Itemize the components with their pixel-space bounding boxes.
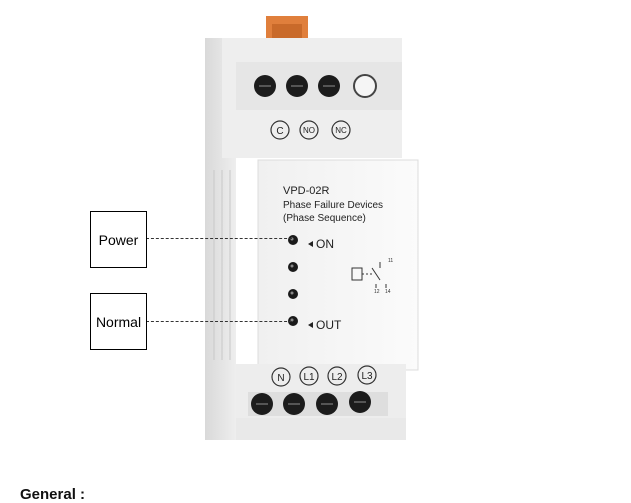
terminal-label-no: NO bbox=[303, 126, 315, 135]
terminal-label-l3: L3 bbox=[361, 371, 373, 382]
side-ribs bbox=[213, 170, 231, 360]
normal-leader-line bbox=[146, 321, 292, 322]
relay-pin-12: 12 bbox=[374, 289, 380, 295]
relay-pin-14: 14 bbox=[385, 289, 391, 295]
terminal-label-nc: NC bbox=[335, 126, 347, 135]
terminal-label-l2: L2 bbox=[331, 372, 343, 383]
relay-pin-11: 11 bbox=[388, 258, 393, 264]
relay-symbol-icon bbox=[351, 262, 387, 288]
power-callout: Power bbox=[90, 211, 147, 268]
power-leader-line bbox=[146, 238, 292, 239]
device-description: Phase Failure Devices bbox=[283, 200, 383, 211]
led-out-label: OUT bbox=[316, 318, 342, 332]
section-heading: General : bbox=[20, 486, 86, 503]
normal-callout-label: Normal bbox=[95, 313, 142, 330]
model-label: VPD-02R bbox=[283, 185, 330, 197]
led-column bbox=[288, 235, 298, 326]
normal-callout: Normal bbox=[90, 293, 147, 350]
terminal-label-n: N bbox=[277, 373, 284, 384]
terminal-label-c: C bbox=[276, 126, 283, 137]
device-subdescription: (Phase Sequence) bbox=[283, 213, 366, 224]
bottom-screws bbox=[248, 391, 388, 416]
led-on-label: ON bbox=[316, 237, 334, 251]
top-terminal-labels: C NO NC bbox=[270, 120, 351, 140]
front-panel bbox=[257, 159, 419, 371]
top-screws bbox=[254, 74, 377, 98]
power-callout-label: Power bbox=[98, 231, 139, 248]
bottom-terminal-labels: N L1 L2 L3 bbox=[271, 365, 377, 387]
terminal-label-l1: L1 bbox=[303, 372, 315, 383]
